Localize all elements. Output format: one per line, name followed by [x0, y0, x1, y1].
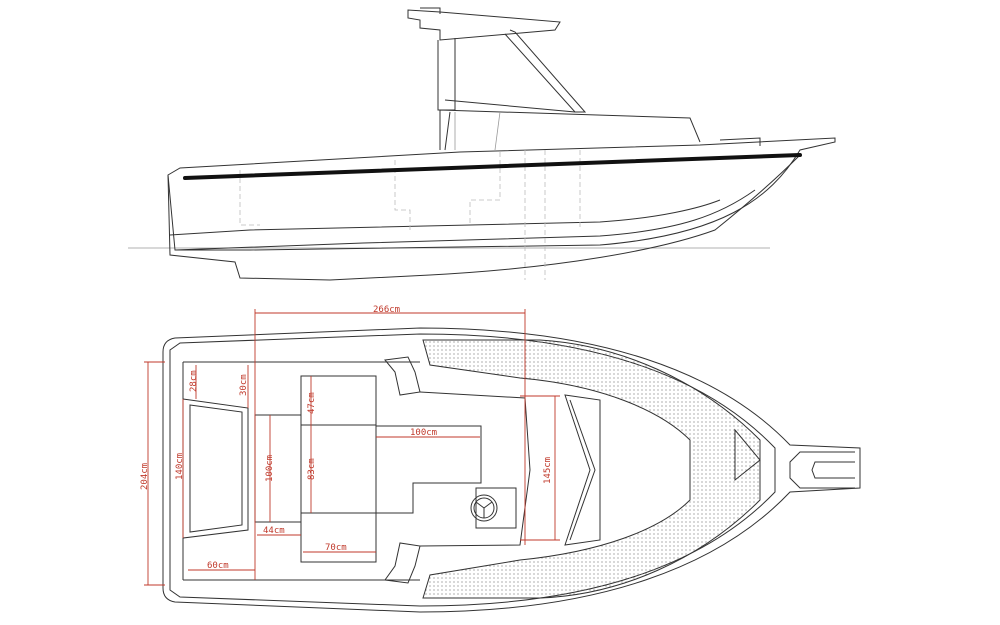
dim-47: 47cm [307, 392, 317, 414]
dim-100-vertical: 100cm [265, 455, 275, 482]
transom-seat [182, 398, 249, 539]
dim-70: 70cm [325, 543, 347, 553]
dim-83: 83cm [307, 458, 317, 480]
dim-44: 44cm [263, 526, 285, 536]
leaning-post [376, 425, 482, 514]
seat-box [300, 375, 377, 563]
t-top-antenna [420, 7, 441, 14]
t-top-roof [407, 9, 561, 41]
dimension-labels: 266cm 28cm 30cm 47cm 100cm 100cm 83cm 14… [140, 305, 553, 571]
dim-30: 30cm [239, 374, 249, 396]
cleat-starboard [384, 542, 421, 584]
dim-60: 60cm [207, 561, 229, 571]
helm-console [475, 487, 517, 529]
hull-outline [162, 327, 861, 613]
dimension-lines [144, 309, 560, 586]
dim-100-horizontal: 100cm [410, 428, 437, 438]
t-top-strut [504, 29, 587, 113]
console-windscreen [564, 394, 601, 546]
hull-lower [167, 154, 801, 281]
dim-140: 140cm [175, 453, 185, 480]
windshield-post [437, 38, 456, 111]
hull-upper [167, 137, 836, 251]
rub-rail [183, 153, 802, 180]
steering-wheel-icon [470, 494, 498, 522]
side-view [128, 7, 836, 281]
dim-204: 204cm [140, 463, 150, 490]
bow-pulpit [789, 451, 855, 489]
anchor-locker [734, 428, 761, 482]
dim-266: 266cm [373, 305, 400, 315]
dim-28: 28cm [189, 370, 199, 392]
cleat-port [384, 356, 421, 396]
console-cabin [439, 109, 701, 151]
bench [254, 414, 302, 523]
top-view [162, 327, 861, 613]
hidden-lines [239, 150, 581, 280]
bow-deck-nonskid [422, 339, 761, 599]
dim-145: 145cm [543, 457, 553, 484]
